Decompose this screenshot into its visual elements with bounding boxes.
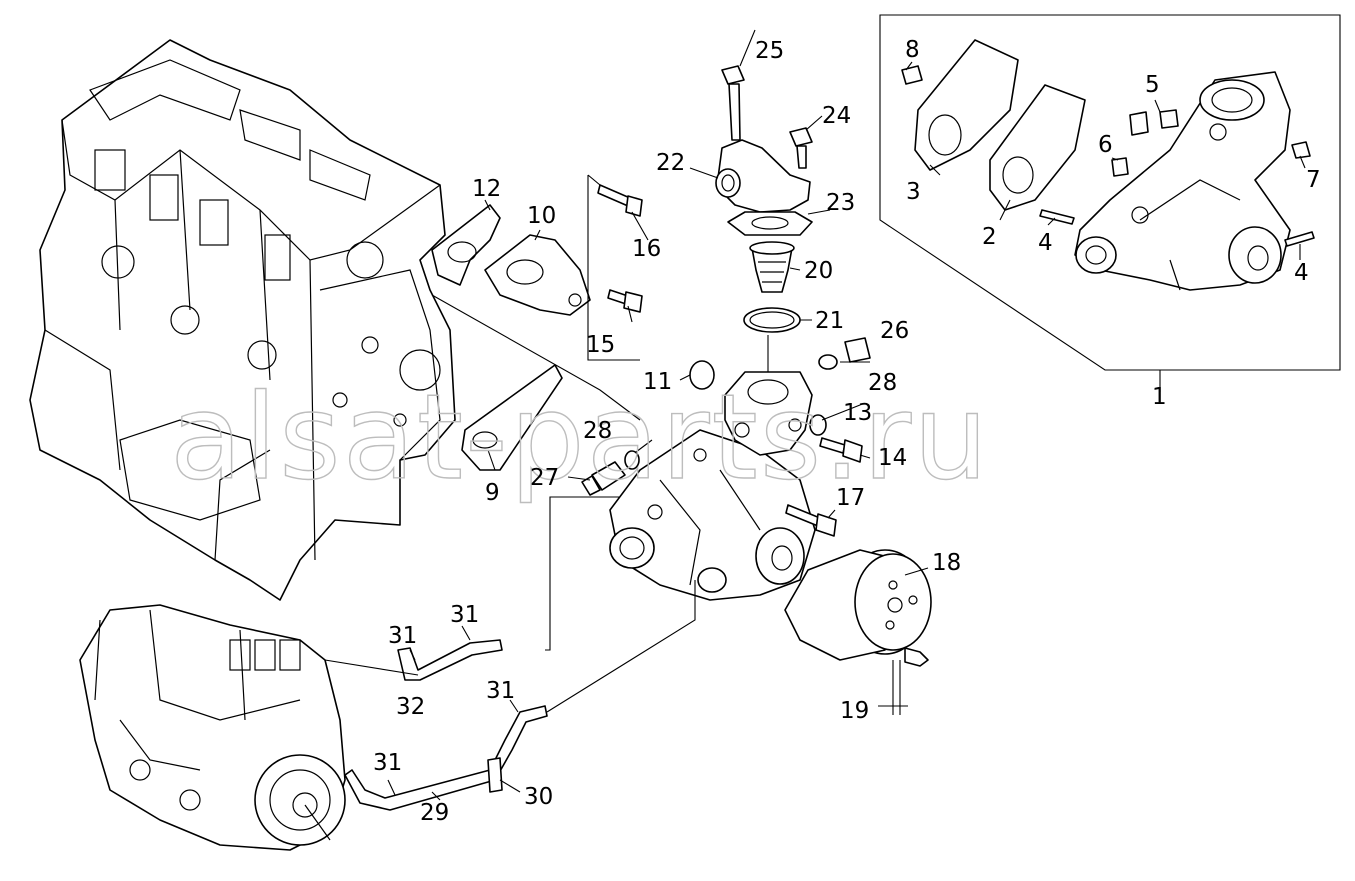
callout-31: 31	[450, 602, 479, 628]
callout-10: 10	[527, 203, 556, 229]
hose	[344, 705, 548, 811]
callout-17: 17	[836, 485, 865, 511]
washer	[818, 354, 838, 370]
callout-24: 24	[822, 103, 851, 129]
water-pump	[609, 429, 816, 601]
bolt	[789, 127, 813, 169]
callout-28: 28	[583, 418, 612, 444]
bolt	[721, 65, 745, 141]
thermostat-housing	[724, 371, 813, 456]
callout-2: 2	[982, 224, 997, 250]
callout-4: 4	[1038, 230, 1053, 256]
outlet-gasket	[727, 211, 813, 236]
callout-9: 9	[485, 480, 500, 506]
callout-27: 27	[530, 465, 559, 491]
callout-28: 28	[868, 370, 897, 396]
callout-22: 22	[656, 150, 685, 176]
callout-11: 11	[643, 369, 672, 395]
callout-19: 19	[840, 698, 869, 724]
callout-16: 16	[632, 236, 661, 262]
callout-26: 26	[880, 318, 909, 344]
washer	[624, 450, 640, 470]
callout-31: 31	[373, 750, 402, 776]
callout-25: 25	[755, 38, 784, 64]
callout-labels: 1 2 3 4 4 5 6 7 8 9 10 11 12 13 14 15 16…	[373, 37, 1321, 826]
callout-20: 20	[804, 258, 833, 284]
callout-18: 18	[932, 550, 961, 576]
watermark: alsat-parts.ru	[170, 368, 990, 506]
callout-8: 8	[905, 37, 920, 63]
bolt	[597, 184, 643, 217]
injection-pump	[79, 604, 346, 851]
callout-23: 23	[826, 190, 855, 216]
thermostat-case	[484, 234, 591, 316]
clip	[487, 757, 503, 793]
bolt	[819, 437, 863, 463]
leader-lines	[324, 29, 1306, 801]
callout-6: 6	[1098, 132, 1113, 158]
bolt	[904, 647, 929, 667]
callout-14: 14	[878, 445, 907, 471]
callout-7: 7	[1306, 167, 1321, 193]
inset-assembly	[879, 14, 1341, 371]
temperature-sender	[581, 461, 626, 496]
housing-gasket	[431, 204, 501, 286]
callout-29: 29	[420, 800, 449, 826]
callout-21: 21	[815, 308, 844, 334]
water-outlet	[715, 139, 811, 213]
callout-3: 3	[906, 179, 921, 205]
fan-pulley	[784, 549, 932, 661]
cylinder-block	[29, 39, 456, 601]
callout-1: 1	[1152, 384, 1167, 410]
callout-31: 31	[486, 678, 515, 704]
callout-30: 30	[524, 784, 553, 810]
callout-12: 12	[472, 176, 501, 202]
callout-4: 4	[1294, 260, 1309, 286]
bolt	[785, 504, 837, 537]
callout-31: 31	[388, 623, 417, 649]
thermostat	[749, 241, 795, 293]
plug	[844, 337, 871, 363]
callout-13: 13	[843, 400, 872, 426]
callout-5: 5	[1145, 72, 1160, 98]
callout-15: 15	[586, 332, 615, 358]
callout-32: 32	[396, 694, 425, 720]
bolt	[607, 289, 643, 313]
